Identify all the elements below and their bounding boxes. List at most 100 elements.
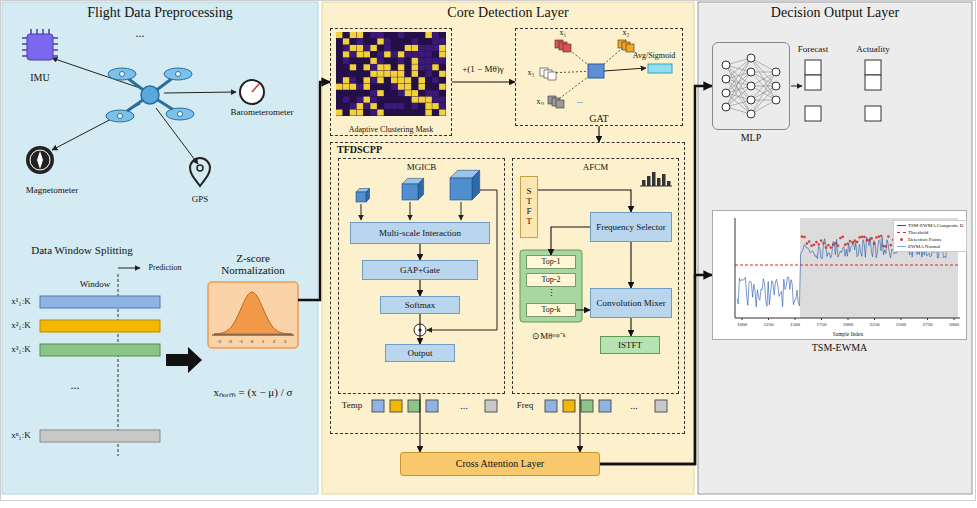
chart-tick xyxy=(795,318,796,320)
heatmap-cell xyxy=(343,45,349,51)
heatmap-cell xyxy=(391,77,397,83)
heatmap-cell xyxy=(425,45,431,51)
mlp-block: MLP xyxy=(712,42,790,130)
mlp-weight xyxy=(751,58,776,100)
heatmap-cell xyxy=(357,90,363,96)
heatmap-cell xyxy=(398,32,404,38)
frequency-token xyxy=(563,400,575,412)
label: Avg/Sigmoid xyxy=(633,52,676,61)
connector xyxy=(452,81,515,82)
heatmap-cell xyxy=(425,84,431,90)
rotor xyxy=(164,68,192,80)
label: x²₁:K xyxy=(11,321,30,331)
label: -2 xyxy=(228,339,232,345)
heatmap-cell xyxy=(350,77,356,83)
legend-entry: Threshold xyxy=(897,229,963,236)
panel-bg xyxy=(698,2,972,494)
heatmap-cell xyxy=(357,110,363,116)
heatmap-cell xyxy=(398,51,404,57)
edge-label: ⊙Mθᵗᵒᵖ⁻ᵏ xyxy=(532,332,565,342)
spectrum-axis xyxy=(640,186,672,187)
mlp-weight xyxy=(726,93,751,114)
heatmap-cell xyxy=(336,38,342,44)
module-group: AFCMSTFTFrequency SelectorTop-1Top-2Top-… xyxy=(512,158,679,394)
heatmap-cell xyxy=(357,64,363,70)
connector xyxy=(419,244,420,260)
detection-point xyxy=(887,235,889,237)
sensor-link xyxy=(156,108,198,164)
heatmap-cell xyxy=(412,64,418,70)
heatmap-cell xyxy=(370,103,376,109)
label: Actuality xyxy=(856,45,890,55)
chart-tick xyxy=(742,318,743,320)
compass-needle xyxy=(37,151,43,169)
legend-text: TSM-EWMA Composite D xyxy=(908,223,963,229)
heatmap-cell xyxy=(439,97,445,103)
heatmap-cell xyxy=(439,110,445,116)
node-text: TFDSCPP xyxy=(337,144,382,156)
chip-pin xyxy=(22,43,27,45)
heatmap-cell xyxy=(357,71,363,77)
heatmap-cell xyxy=(391,84,397,90)
detection-point xyxy=(878,236,880,238)
heatmap-cell xyxy=(425,38,431,44)
heatmap-cell xyxy=(398,77,404,83)
heatmap-cell xyxy=(412,45,418,51)
gaussian-axis xyxy=(212,335,294,336)
data-window xyxy=(40,344,160,356)
threshold-line xyxy=(735,265,958,266)
label: xₙ xyxy=(537,98,544,107)
label: ... xyxy=(577,97,583,106)
heatmap-cell xyxy=(343,103,349,109)
node-text: Core Detection Layer xyxy=(447,5,568,21)
heatmap-cell xyxy=(364,77,370,83)
label: 1 xyxy=(262,339,265,345)
heatmap-cell xyxy=(405,84,411,90)
detection-point xyxy=(873,243,875,245)
mlp-weight xyxy=(751,72,776,114)
heatmap-cell xyxy=(398,45,404,51)
data-window xyxy=(40,296,160,308)
node-text: Softmax xyxy=(405,300,436,310)
temporal-token xyxy=(485,400,497,412)
heatmap-cell xyxy=(405,45,411,51)
mlp-neuron xyxy=(722,89,730,97)
heatmap-cell xyxy=(343,77,349,83)
heatmap-cell xyxy=(364,84,370,90)
node-text: STFT xyxy=(525,187,534,227)
rotor-hub xyxy=(120,72,125,77)
label: Data Window Splitting xyxy=(31,244,132,256)
normalization-box xyxy=(208,282,298,348)
heatmap-cell xyxy=(391,45,397,51)
node-text: MLP xyxy=(741,132,762,144)
heatmap-cell xyxy=(412,32,418,38)
detection-point xyxy=(842,236,844,238)
heatmap-cell xyxy=(432,32,438,38)
label: 2 xyxy=(273,339,276,345)
heatmap-cell xyxy=(364,90,370,96)
detection-point xyxy=(861,236,863,238)
detection-point xyxy=(801,235,803,237)
heatmap-cell xyxy=(384,84,390,90)
heatmap-cell xyxy=(391,103,397,109)
chip-pin xyxy=(30,29,32,34)
heatmap-cell xyxy=(364,71,370,77)
heatmap-cell xyxy=(419,97,425,103)
temporal-token xyxy=(390,400,402,412)
heatmap-cell xyxy=(357,58,363,64)
heatmap-cell xyxy=(370,45,376,51)
heatmap-cell xyxy=(377,64,383,70)
heatmap-cell xyxy=(398,84,404,90)
detection-point xyxy=(811,245,813,247)
heatmap-cell xyxy=(357,32,363,38)
heatmap-cell xyxy=(405,90,411,96)
heatmap-cell xyxy=(391,71,397,77)
heatmap-cell xyxy=(432,64,438,70)
chart-legend: TSM-EWMA Composite DThresholdDetection P… xyxy=(893,220,967,252)
module-group: TFDSCPPMGICBMulti-scale InteractionGAP+G… xyxy=(330,142,685,434)
heatmap-cell xyxy=(377,45,383,51)
heatmap-cell xyxy=(370,90,376,96)
feature-cube xyxy=(450,178,472,200)
gps-pin xyxy=(190,158,210,186)
